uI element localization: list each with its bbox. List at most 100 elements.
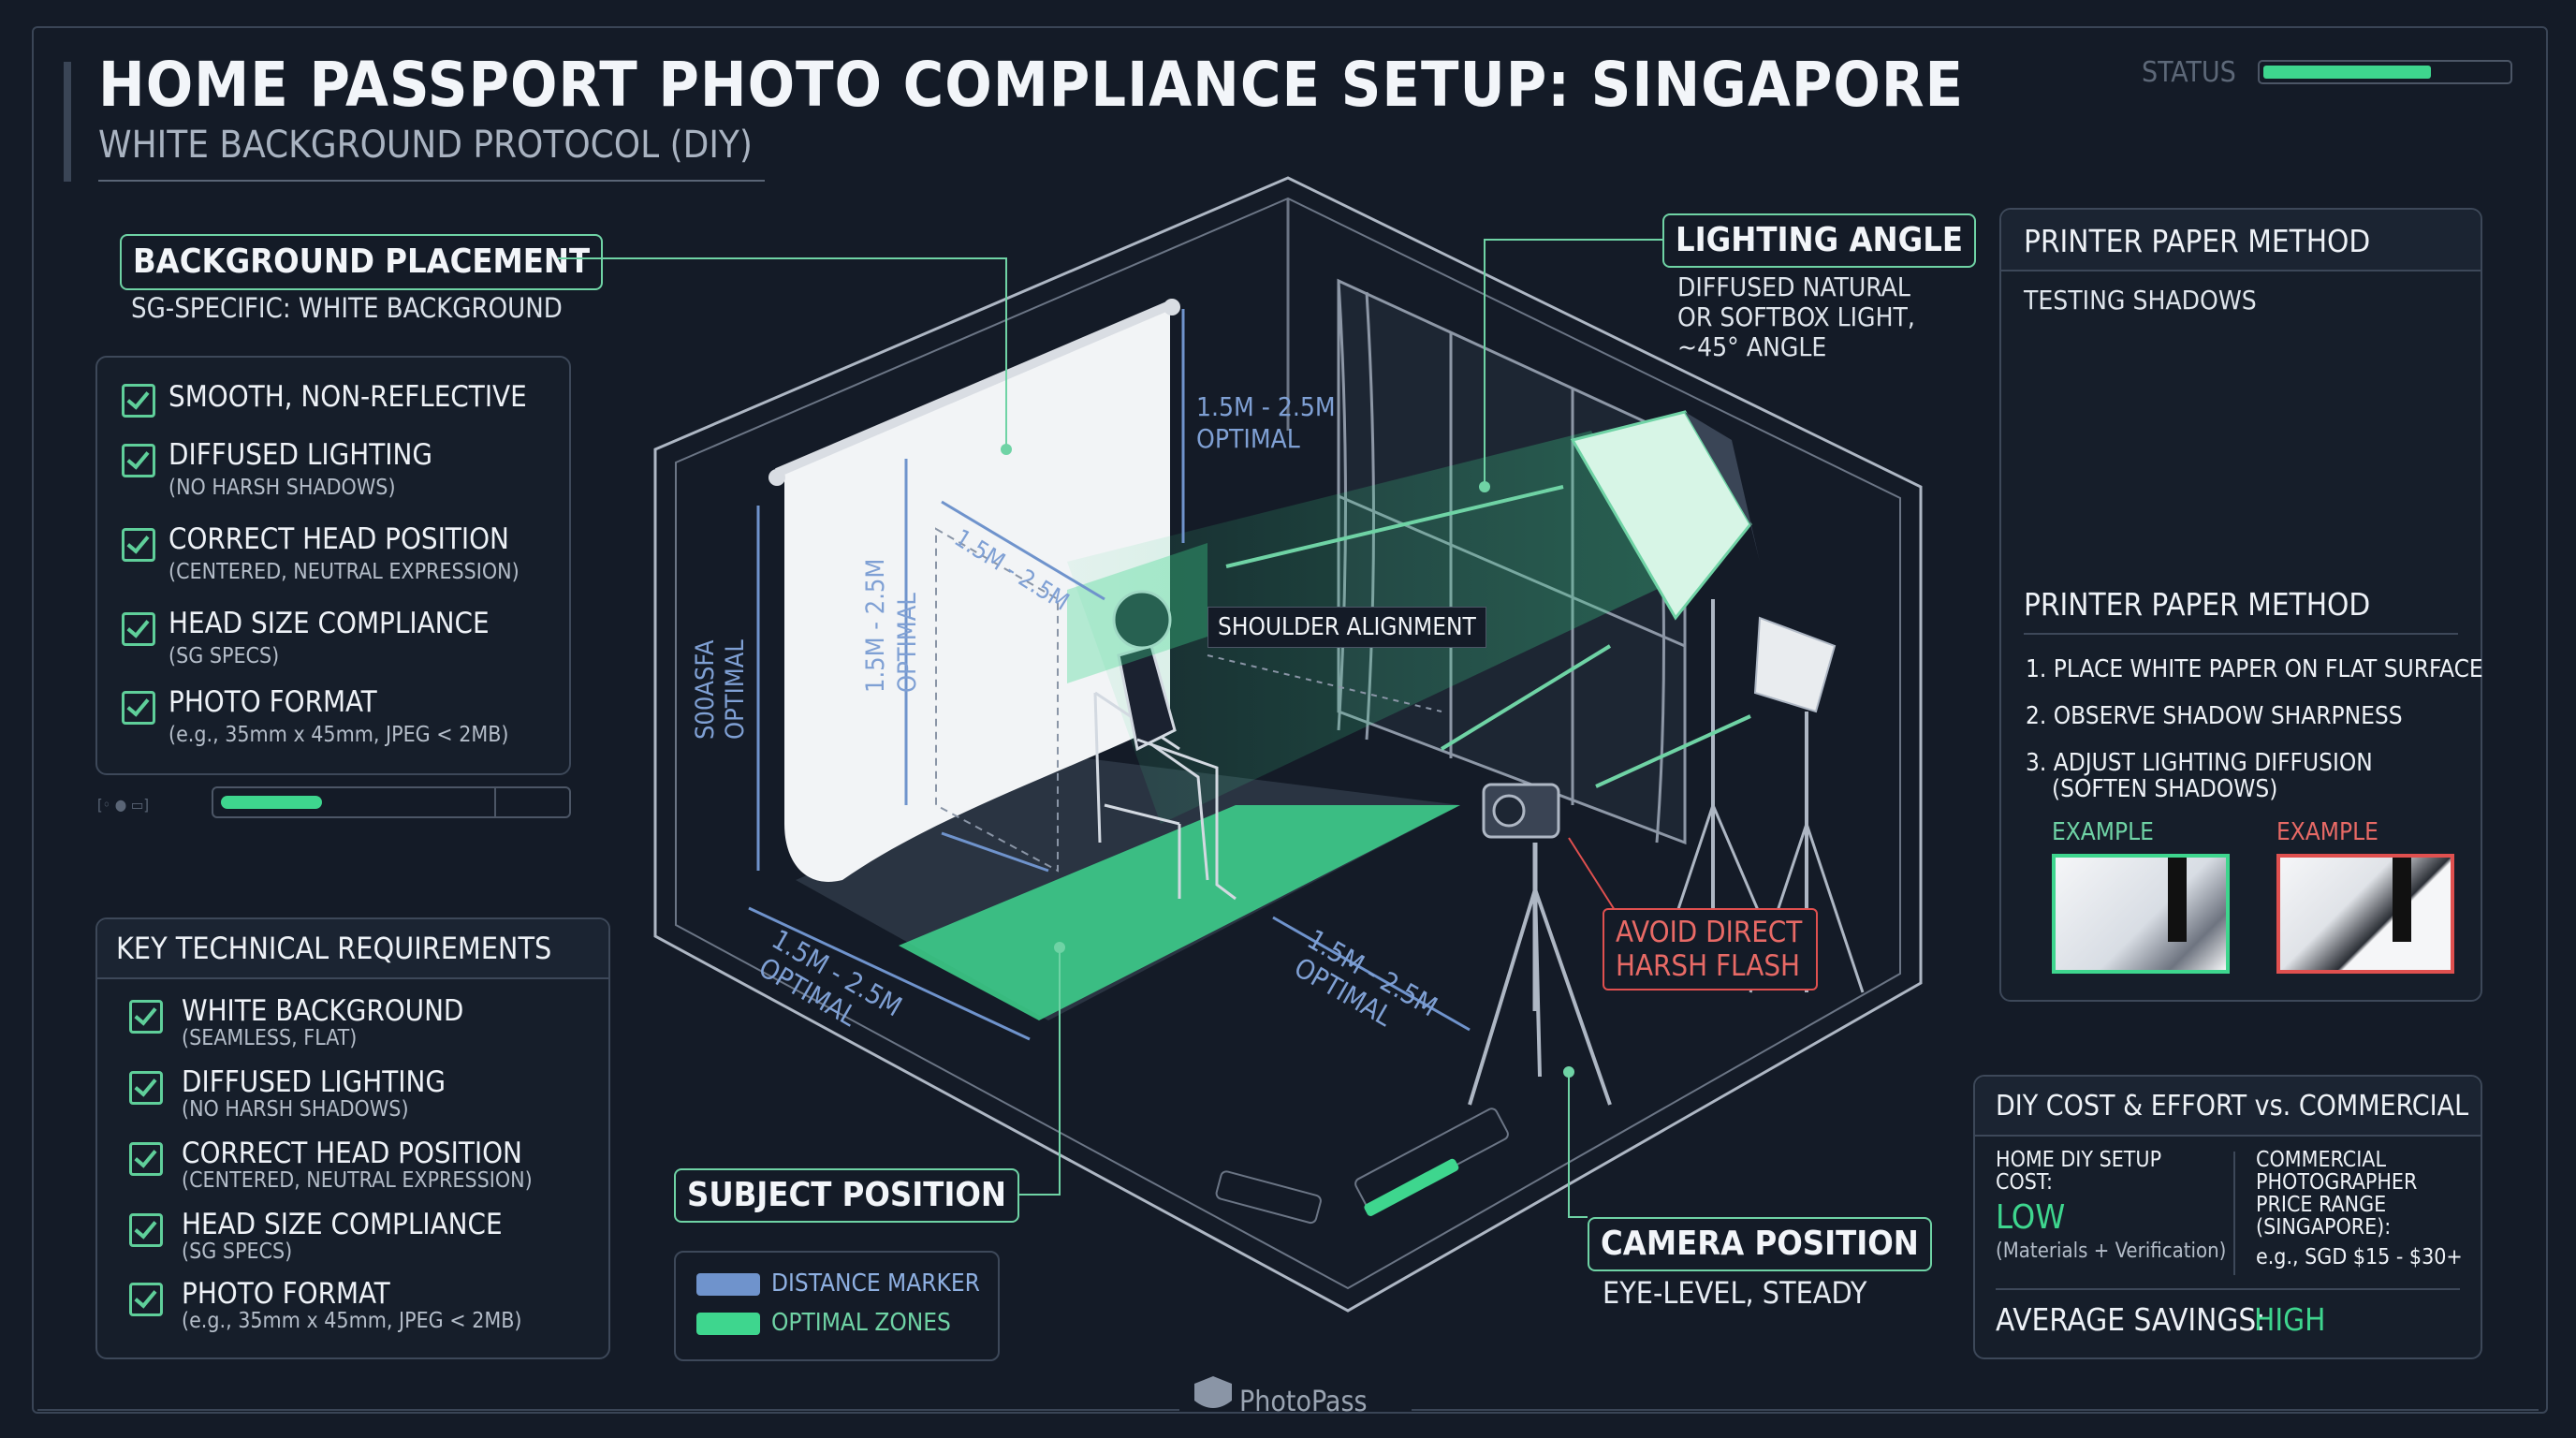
kr-item-sub: (CENTERED, NEUTRAL EXPRESSION) <box>182 1168 533 1193</box>
backdrop-vertical-label-2: OPTIMAL <box>893 593 922 693</box>
page-subtitle: WHITE BACKGROUND PROTOCOL (DIY) <box>98 124 753 167</box>
avoid-flash-line-2: HARSH FLASH <box>1616 949 1801 983</box>
backdrop-vertical-label-1: 1.5M - 2.5M <box>861 558 890 693</box>
example-good-label: EXAMPLE <box>2052 818 2154 846</box>
kr-item-main: PHOTO FORMAT <box>182 1277 390 1311</box>
backdrop-roller <box>775 300 1174 477</box>
bp-item-main: DIFFUSED LIGHTING <box>168 438 432 472</box>
check-icon <box>129 1142 163 1176</box>
legend-box: DISTANCE MARKER OPTIMAL ZONES <box>674 1251 1000 1361</box>
lighting-angle-line-2: OR SOFTBOX LIGHT, <box>1677 301 1915 332</box>
cost-panel: DIY COST & EFFORT vs. COMMERCIAL HOME DI… <box>1973 1075 2482 1359</box>
distance-markers <box>748 309 1471 1041</box>
floor-progress-icon <box>1354 1108 1509 1211</box>
optimal-floor-zone <box>899 805 1460 1020</box>
title-accent-bar <box>64 62 71 182</box>
roller-cap-right <box>1164 299 1180 315</box>
left-vertical-label-1: S00ASFA <box>691 639 720 740</box>
check-icon <box>129 1213 163 1247</box>
savings-divider <box>1996 1288 2460 1290</box>
kr-item-main: WHITE BACKGROUND <box>182 994 464 1028</box>
commercial-label-2: PHOTOGRAPHER <box>2256 1170 2418 1195</box>
background-placement-panel: SMOOTH, NON-REFLECTIVE DIFFUSED LIGHTING… <box>95 356 571 775</box>
savings-value: HIGH <box>2254 1301 2326 1338</box>
bp-progress-fill <box>221 796 322 809</box>
camera-tripod <box>1468 783 1612 1106</box>
bp-item-main: SMOOTH, NON-REFLECTIVE <box>168 380 527 414</box>
example-harsh-object <box>2393 858 2411 942</box>
bp-item-main: CORRECT HEAD POSITION <box>168 522 509 556</box>
bp-progress-bar <box>212 786 571 818</box>
head-alignment-plane <box>1067 543 1208 683</box>
lighting-angle-line-3: ~45° ANGLE <box>1677 331 1827 362</box>
subject-position-tag: SUBJECT POSITION <box>674 1168 1019 1223</box>
camera-position-subtitle: EYE-LEVEL, STEADY <box>1603 1275 1867 1311</box>
method-step-3: 3. ADJUST LIGHTING DIFFUSION <box>2026 749 2373 777</box>
bp-item-sub: (CENTERED, NEUTRAL EXPRESSION) <box>168 560 520 584</box>
camera-position-tag: CAMERA POSITION <box>1588 1217 1932 1271</box>
printer-paper-method-title: PRINTER PAPER METHOD <box>2024 586 2371 623</box>
background-placement-subtitle: SG-SPECIFIC: WHITE BACKGROUND <box>131 292 563 324</box>
height-label-2: OPTIMAL <box>1196 423 1300 454</box>
legend-optimal-label: OPTIMAL ZONES <box>771 1309 951 1337</box>
key-requirements-header <box>97 919 608 979</box>
printer-paper-header <box>2001 210 2481 271</box>
lighting-angle-tag: LIGHTING ANGLE <box>1662 213 1976 268</box>
example-soft-shadow <box>2052 854 2230 974</box>
testing-shadows-label: TESTING SHADOWS <box>2024 285 2257 315</box>
home-label-1: HOME DIY SETUP <box>1996 1148 2162 1172</box>
kr-item-sub: (NO HARSH SHADOWS) <box>182 1097 409 1122</box>
avoid-flash-box: AVOID DIRECT HARSH FLASH <box>1603 908 1818 990</box>
check-icon <box>129 1000 163 1034</box>
height-label-1: 1.5M - 2.5M <box>1196 391 1336 422</box>
footer-brand: PhotoPass <box>1239 1386 1368 1418</box>
left-vertical-label-2: OPTIMAL <box>721 639 750 740</box>
bp-item-sub: (SG SPECS) <box>168 644 280 668</box>
legend-distance-swatch <box>696 1273 760 1296</box>
method-step-3-sub: (SOFTEN SHADOWS) <box>2052 775 2278 803</box>
leader-dot <box>1054 942 1065 953</box>
kr-item-main: HEAD SIZE COMPLIANCE <box>182 1208 503 1241</box>
key-requirements-panel: KEY TECHNICAL REQUIREMENTS WHITE BACKGRO… <box>95 917 610 1359</box>
background-placement-tag: BACKGROUND PLACEMENT <box>120 234 604 290</box>
kr-item-main: CORRECT HEAD POSITION <box>182 1137 522 1170</box>
leader-dot <box>1001 444 1012 455</box>
bp-progress-divider <box>494 788 496 816</box>
green-arrows <box>1207 485 1751 788</box>
room-outline <box>653 176 1923 1313</box>
bp-item-main: PHOTO FORMAT <box>168 685 377 719</box>
example-harsh-shadow <box>2276 854 2454 974</box>
check-icon <box>129 1071 163 1105</box>
cost-divider <box>2233 1152 2235 1275</box>
method-step-1: 1. PLACE WHITE PAPER ON FLAT SURFACE <box>2026 655 2483 683</box>
method-step-2: 2. OBSERVE SHADOW SHARPNESS <box>2026 702 2403 730</box>
example-soft-object <box>2168 858 2187 942</box>
shoulder-alignment-label: SHOULDER ALIGNMENT <box>1208 607 1486 648</box>
check-icon <box>122 384 155 418</box>
page-title: HOME PASSPORT PHOTO COMPLIANCE SETUP: SI… <box>98 49 1965 121</box>
kr-item-sub: (e.g., 35mm x 45mm, JPEG < 2MB) <box>182 1309 522 1333</box>
legend-optimal-swatch <box>696 1313 760 1335</box>
kr-item-main: DIFFUSED LIGHTING <box>182 1065 446 1099</box>
subject-seated <box>1093 590 1237 901</box>
floor-progress-fill <box>1364 1158 1459 1216</box>
progress-dots-icon: [◦ ● ▭] <box>97 796 150 814</box>
commercial-label-3: PRICE RANGE <box>2256 1193 2387 1217</box>
check-icon <box>122 691 155 725</box>
example-bad-label: EXAMPLE <box>2276 818 2378 846</box>
lighting-angle-line-1: DIFFUSED NATURAL <box>1677 271 1910 302</box>
status-progress-fill <box>2263 66 2431 79</box>
cost-title: DIY COST & EFFORT vs. COMMERCIAL <box>1996 1090 2469 1123</box>
printer-paper-title: PRINTER PAPER METHOD <box>2024 223 2371 259</box>
roller-cap-left <box>768 469 785 486</box>
leader-dot <box>1563 1066 1574 1078</box>
check-icon <box>122 444 155 477</box>
status-progress-bar <box>2258 60 2512 84</box>
printer-paper-panel: PRINTER PAPER METHOD TESTING SHADOWS PRI… <box>1999 208 2483 1002</box>
home-cost-note: (Materials + Verification) <box>1996 1240 2227 1263</box>
subtitle-underline <box>98 180 765 182</box>
outer-frame <box>32 26 2548 1414</box>
bp-item-sub: (e.g., 35mm x 45mm, JPEG < 2MB) <box>168 723 509 747</box>
kr-item-sub: (SG SPECS) <box>182 1240 293 1264</box>
leader-dot <box>1479 481 1490 492</box>
